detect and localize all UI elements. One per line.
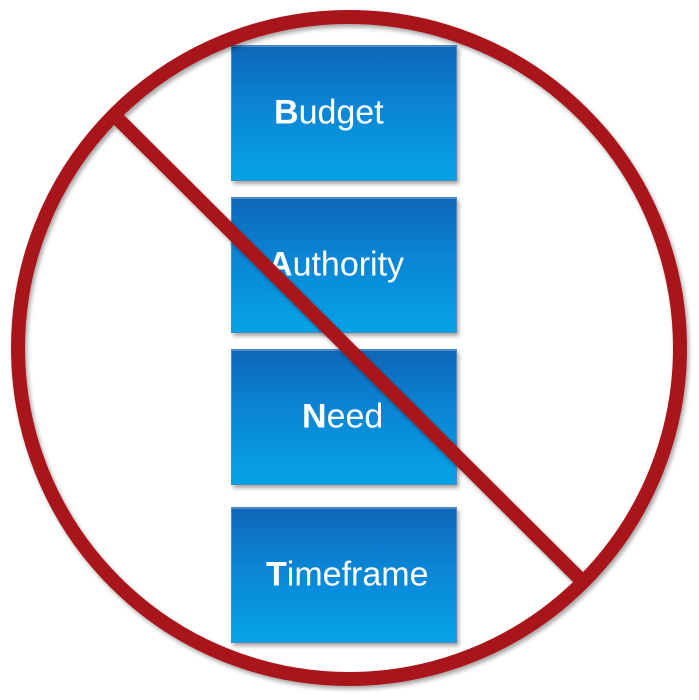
budget-initial: B <box>274 93 299 132</box>
authority-box: Authority <box>231 197 457 333</box>
budget-rest: udget <box>298 93 384 132</box>
need-rest: eed <box>326 397 384 436</box>
timeframe-box: Timeframe <box>231 507 457 643</box>
authority-rest: uthority <box>292 245 405 284</box>
authority-initial: A <box>268 245 293 284</box>
timeframe-label: Timeframe <box>266 556 428 595</box>
need-initial: N <box>302 397 327 436</box>
budget-box: Budget <box>231 45 457 181</box>
need-box: Need <box>231 349 457 485</box>
need-label: Need <box>302 398 383 437</box>
timeframe-initial: T <box>266 555 287 594</box>
timeframe-rest: imeframe <box>286 555 429 594</box>
budget-label: Budget <box>274 94 384 133</box>
authority-label: Authority <box>268 246 404 285</box>
